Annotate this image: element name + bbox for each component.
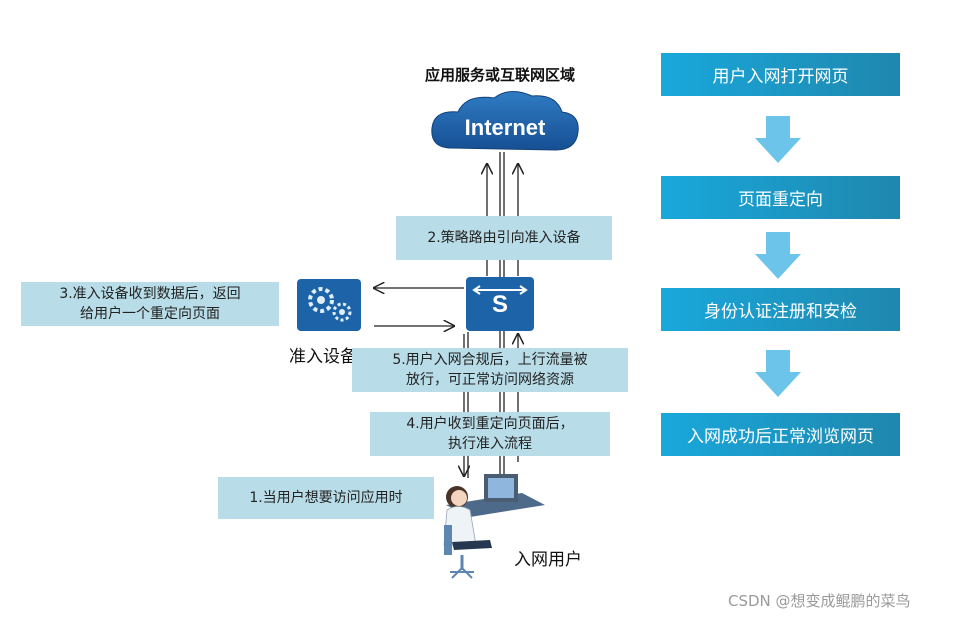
device-label: 准入设备 <box>289 347 357 367</box>
note-step-1: 1.当用户想要访问应用时 <box>218 477 434 519</box>
note-step-2: 2.策略路由引向准入设备 <box>396 216 612 260</box>
flow-step-4: 入网成功后正常浏览网页 <box>661 413 900 456</box>
down-arrow-icon <box>755 116 801 397</box>
user-label: 入网用户 <box>514 550 582 570</box>
flow-step-3: 身份认证注册和安检 <box>661 288 900 331</box>
user-at-computer-icon <box>443 474 545 579</box>
cloud-icon <box>431 91 579 151</box>
note-step-5: 5.用户入网合规后，上行流量被 放行，可正常访问网络资源 <box>352 348 628 392</box>
note-step-3: 3.准入设备收到数据后，返回 给用户一个重定向页面 <box>21 282 279 326</box>
switch-label: S <box>491 291 508 318</box>
switch-icon <box>466 277 534 331</box>
region-title: 应用服务或互联网区域 <box>424 66 575 84</box>
gear-icon <box>297 279 361 331</box>
note-step-4: 4.用户收到重定向页面后， 执行准入流程 <box>370 412 610 456</box>
internet-label: Internet <box>464 115 546 140</box>
flow-step-2: 页面重定向 <box>661 176 900 219</box>
watermark: CSDN @想变成鲲鹏的菜鸟 <box>728 592 911 610</box>
flow-step-1: 用户入网打开网页 <box>661 53 900 96</box>
